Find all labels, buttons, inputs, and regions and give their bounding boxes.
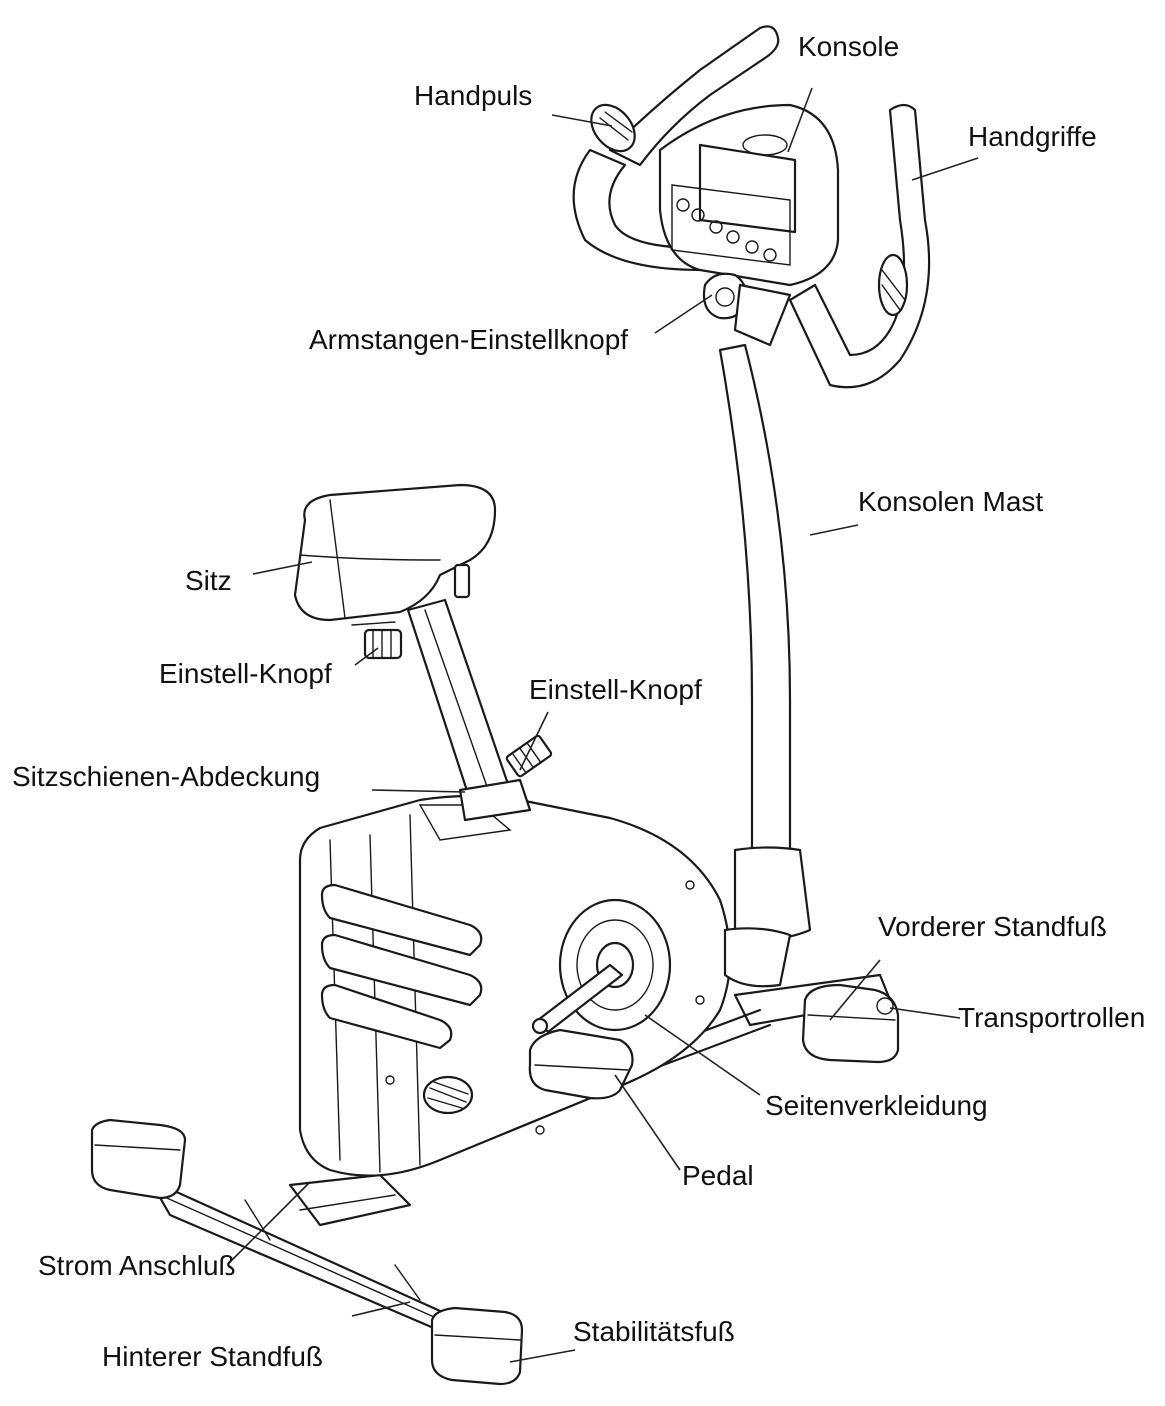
console (658, 103, 840, 347)
label-hinterer-standfuss: Hinterer Standfuß (102, 1341, 323, 1372)
label-konsolen-mast: Konsolen Mast (858, 486, 1044, 517)
label-vorderer-standfuss: Vorderer Standfuß (878, 911, 1107, 942)
label-sitz: Sitz (185, 565, 232, 596)
leader-lines (229, 87, 979, 1363)
crank-and-pedal (528, 963, 634, 1100)
label-einstell-knopf-seat: Einstell-Knopf (159, 658, 332, 689)
handlebars (572, 25, 931, 389)
seat-post (406, 598, 553, 822)
label-konsole: Konsole (798, 31, 900, 62)
front-stabilizer (733, 973, 900, 1064)
label-handgriffe: Handgriffe (968, 121, 1097, 152)
label-pedal: Pedal (682, 1160, 754, 1191)
label-seitenverkleidung: Seitenverkleidung (765, 1090, 988, 1121)
label-handpuls: Handpuls (414, 80, 533, 111)
label-stabilitaetsfuss: Stabilitätsfuß (573, 1316, 735, 1347)
label-transportrollen: Transportrollen (958, 1002, 1146, 1033)
label-armstangen-einstellknopf: Armstangen-Einstellknopf (309, 324, 629, 355)
rear-stabilizer (90, 1118, 524, 1386)
seat (293, 483, 497, 660)
label-strom-anschluss: Strom Anschluß (38, 1250, 236, 1281)
label-einstell-knopf-post: Einstell-Knopf (529, 674, 702, 705)
label-sitzschienen-abdeckung: Sitzschienen-Abdeckung (12, 761, 321, 792)
console-mast (718, 343, 812, 988)
